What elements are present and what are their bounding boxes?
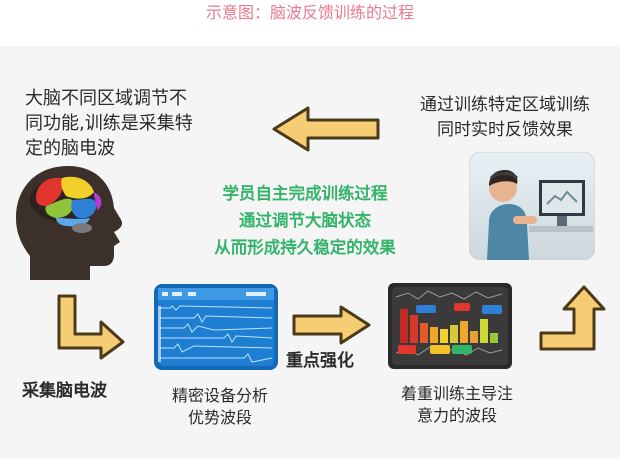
arrow-left-icon <box>272 106 380 152</box>
eeg-screen-icon <box>154 284 278 370</box>
training-description-line-1: 通过训练特定区域训练 <box>420 95 590 115</box>
arrow-down-right-icon <box>57 294 125 360</box>
arrow-right-icon <box>292 305 371 345</box>
center-text-line-2: 通过调节大脑状态 <box>239 211 371 230</box>
training-description: 通过训练特定区域训练 同时实时反馈效果 <box>395 93 615 143</box>
step-collect-label: 采集脑电波 <box>22 381 107 401</box>
step-emphasize-label: 重点强化 <box>286 351 354 371</box>
center-text-line-3: 从而形成持久稳定的效果 <box>214 238 396 257</box>
step-analyze-label: 精密设备分析 优势波段 <box>140 385 300 429</box>
step-focus-label: 着重训练主导注 意力的波段 <box>372 383 542 427</box>
brain-description: 大脑不同区域调节不 同功能,训练是采集特 定的脑电波 <box>25 86 240 161</box>
step-analyze-line-1: 精密设备分析 <box>171 386 268 405</box>
bar-chart-screen-icon <box>388 283 512 369</box>
brain-head-icon <box>16 166 122 280</box>
training-photo-icon <box>469 152 595 260</box>
step-focus-line-2: 意力的波段 <box>416 406 497 425</box>
brain-description-line-2: 同功能,训练是采集特 <box>25 113 193 134</box>
arrow-right-up-icon <box>539 285 606 351</box>
step-analyze-line-2: 优势波段 <box>187 408 252 427</box>
training-description-line-2: 同时实时反馈效果 <box>437 120 573 140</box>
center-text-line-1: 学员自主完成训练过程 <box>222 184 388 203</box>
step-focus-line-1: 着重训练主导注 <box>400 384 513 403</box>
brain-description-line-1: 大脑不同区域调节不 <box>25 88 187 109</box>
diagram-title: 示意图：脑波反馈训练的过程 <box>205 3 414 22</box>
brain-description-line-3: 定的脑电波 <box>25 138 115 159</box>
